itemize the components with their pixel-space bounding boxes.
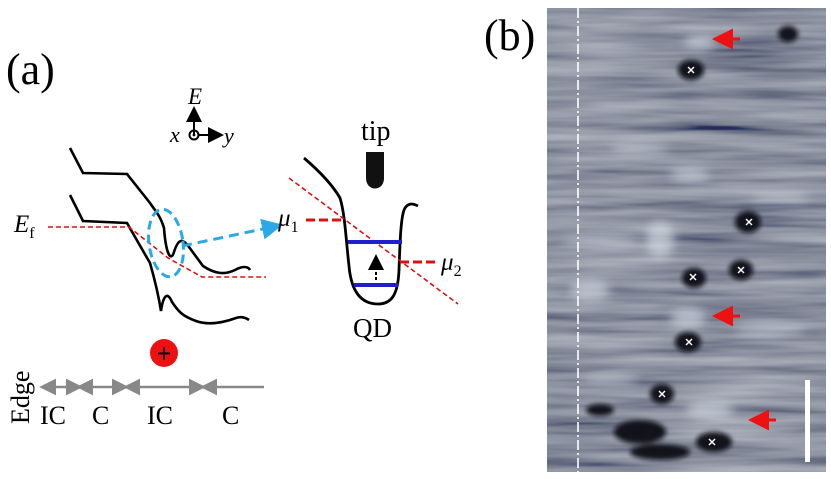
- x-axis-label: x: [169, 122, 180, 147]
- tip-icon: [366, 152, 384, 189]
- defect-marker-icon: [708, 438, 716, 446]
- defect-marker-icon: [745, 218, 753, 226]
- stm-image: [547, 8, 826, 472]
- mu2-label: μ2: [440, 249, 462, 280]
- qd-label: QD: [353, 313, 392, 343]
- qd-zoom: tip μ1 μ2 QD: [277, 116, 462, 343]
- panel-b-label: (b): [484, 11, 535, 60]
- panel-a-label: (a): [6, 45, 55, 94]
- positive-charge-icon: +: [150, 339, 178, 368]
- zoom-arrow: [181, 218, 283, 248]
- coordinate-axes: E x y: [169, 84, 234, 148]
- fermi-level-line: [48, 226, 266, 278]
- defect-marker-icon: [689, 273, 697, 281]
- defect-marker-icon: [685, 338, 693, 346]
- edge-label: Edge: [6, 371, 35, 424]
- defect-markers: [658, 66, 753, 446]
- defect-marker-icon: [658, 390, 666, 398]
- fermi-level-label: Ef: [13, 211, 35, 242]
- region-label-ic-2: IC: [147, 401, 173, 430]
- feature-arrows: [712, 28, 776, 431]
- lower-band-edge: [68, 194, 250, 325]
- e-axis-label: E: [187, 84, 202, 109]
- qd-potential-well: [303, 156, 419, 306]
- panel-a: (a) E x y Ef + Edge: [6, 45, 462, 430]
- y-axis-label: y: [222, 123, 234, 148]
- svg-text:+: +: [157, 339, 172, 368]
- defect-marker-icon: [737, 266, 745, 274]
- region-label-ic-1: IC: [40, 401, 66, 430]
- x-axis-dot-icon: [188, 129, 200, 141]
- upper-band-edge: [68, 147, 252, 275]
- defect-marker-icon: [687, 66, 695, 74]
- scale-bar: [805, 380, 810, 462]
- region-label-c-2: C: [222, 401, 239, 430]
- tip-label: tip: [361, 116, 391, 147]
- region-label-c-1: C: [92, 401, 109, 430]
- mu1-label: μ1: [277, 205, 299, 236]
- qd-highlight-ellipse: [147, 207, 185, 279]
- panel-b: (b): [484, 8, 826, 472]
